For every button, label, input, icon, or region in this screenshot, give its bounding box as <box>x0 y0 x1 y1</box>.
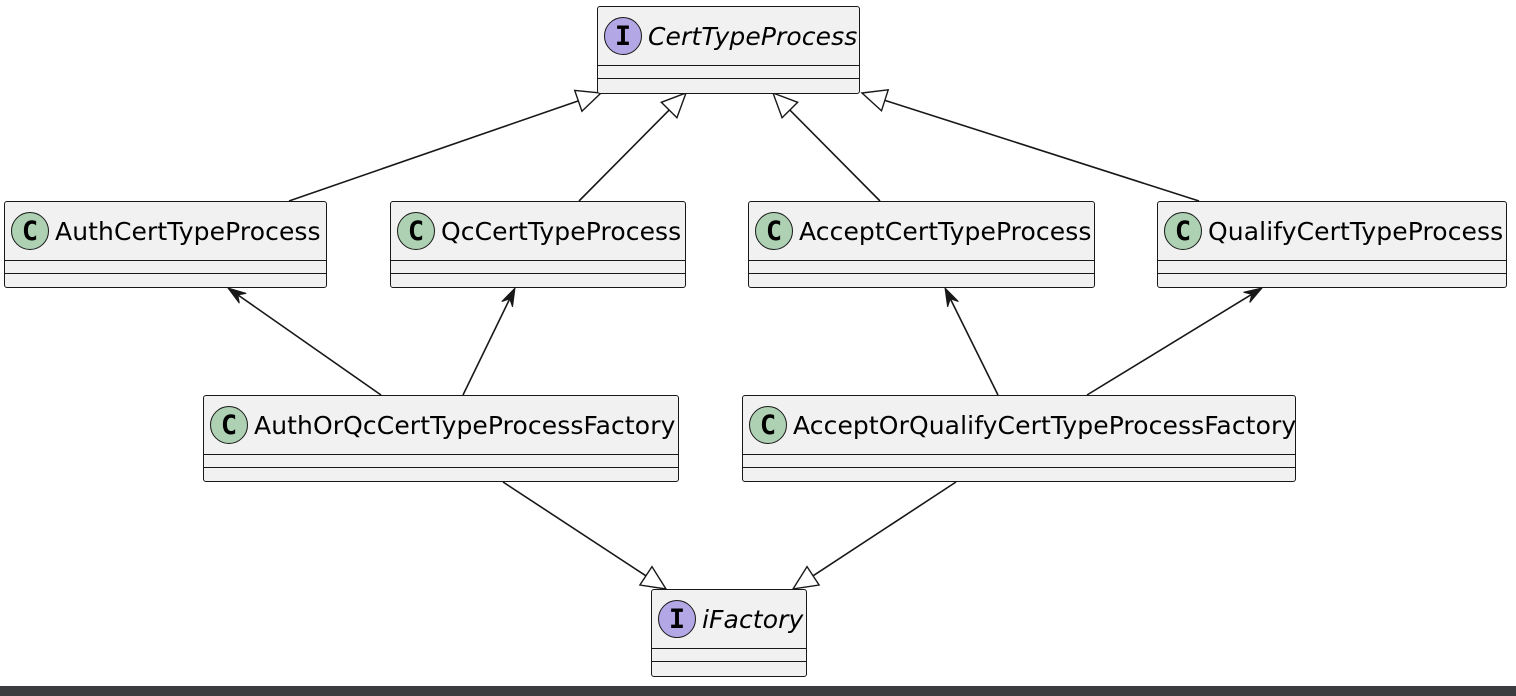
edge-auth-or-qc-factory-to-auth-cert-type-process[interactable] <box>237 294 382 396</box>
class-badge-icon: C <box>755 212 793 250</box>
edge-auth-or-qc-factory-to-i-factory[interactable] <box>502 481 647 577</box>
class-auth-cert-type-process[interactable]: C AuthCertTypeProcess <box>4 201 327 288</box>
node-name: AuthOrQcCertTypeProcessFactory <box>254 410 676 440</box>
attributes-divider <box>204 454 678 455</box>
interface-i-factory[interactable]: I iFactory <box>651 589 807 677</box>
methods-divider <box>652 661 806 662</box>
methods-divider <box>1158 273 1506 274</box>
relation-edges <box>226 89 1264 590</box>
interface-badge-icon: I <box>604 17 642 55</box>
edge-qc-cert-type-process-to-cert-type-process[interactable] <box>578 109 670 202</box>
arrowhead-icon <box>944 286 959 307</box>
methods-divider <box>598 78 859 79</box>
hollow-triangle-arrowhead-icon <box>791 565 821 590</box>
attributes-divider <box>1158 260 1506 261</box>
edge-accept-cert-type-process-to-cert-type-process[interactable] <box>789 109 881 202</box>
class-badge-icon: C <box>749 406 787 444</box>
methods-divider <box>391 273 685 274</box>
node-name: QcCertTypeProcess <box>441 216 682 246</box>
arrowhead-icon <box>1243 287 1264 303</box>
class-auth-or-qc-factory[interactable]: C AuthOrQcCertTypeProcessFactory <box>203 395 679 482</box>
hollow-triangle-arrowhead-icon <box>660 91 688 120</box>
attributes-divider <box>391 260 685 261</box>
attributes-divider <box>749 260 1094 261</box>
hollow-triangle-arrowhead-icon <box>771 91 799 120</box>
class-badge-icon: C <box>397 212 435 250</box>
bottom-bar <box>0 686 1516 696</box>
hollow-triangle-arrowhead-icon <box>573 89 603 113</box>
interface-cert-type-process[interactable]: I CertTypeProcess <box>597 6 860 94</box>
class-qc-cert-type-process[interactable]: C QcCertTypeProcess <box>390 201 686 288</box>
class-qualify-cert-type-process[interactable]: C QualifyCertTypeProcess <box>1157 201 1507 288</box>
methods-divider <box>204 467 678 468</box>
node-name: AcceptCertTypeProcess <box>799 216 1092 246</box>
node-name: CertTypeProcess <box>648 21 858 51</box>
class-badge-icon: C <box>11 212 49 250</box>
arrowhead-icon <box>501 286 516 307</box>
methods-divider <box>5 273 326 274</box>
class-accept-cert-type-process[interactable]: C AcceptCertTypeProcess <box>748 201 1095 288</box>
node-name: AuthCertTypeProcess <box>55 216 321 246</box>
node-name: iFactory <box>702 604 804 634</box>
attributes-divider <box>598 65 859 66</box>
methods-divider <box>749 273 1094 274</box>
hollow-triangle-arrowhead-icon <box>860 89 890 113</box>
attributes-divider <box>743 454 1295 455</box>
edge-accept-or-qualify-factory-to-qualify-cert-type-process[interactable] <box>1086 293 1253 396</box>
attributes-divider <box>5 260 326 261</box>
node-name: QualifyCertTypeProcess <box>1208 216 1504 246</box>
attributes-divider <box>652 648 806 649</box>
hollow-triangle-arrowhead-icon <box>638 565 668 590</box>
edge-accept-or-qualify-factory-to-accept-cert-type-process[interactable] <box>949 298 999 396</box>
arrowhead-icon <box>226 287 247 304</box>
edge-accept-or-qualify-factory-to-i-factory[interactable] <box>812 481 957 577</box>
class-accept-or-qualify-factory[interactable]: C AcceptOrQualifyCertTypeProcessFactory <box>742 395 1296 482</box>
class-badge-icon: C <box>210 406 248 444</box>
edge-auth-cert-type-process-to-cert-type-process[interactable] <box>288 100 579 202</box>
interface-badge-icon: I <box>658 600 696 638</box>
methods-divider <box>743 467 1295 468</box>
node-name: AcceptOrQualifyCertTypeProcessFactory <box>793 410 1297 440</box>
edge-auth-or-qc-factory-to-qc-cert-type-process[interactable] <box>462 298 511 396</box>
class-badge-icon: C <box>1164 212 1202 250</box>
edge-qualify-cert-type-process-to-cert-type-process[interactable] <box>884 99 1200 202</box>
